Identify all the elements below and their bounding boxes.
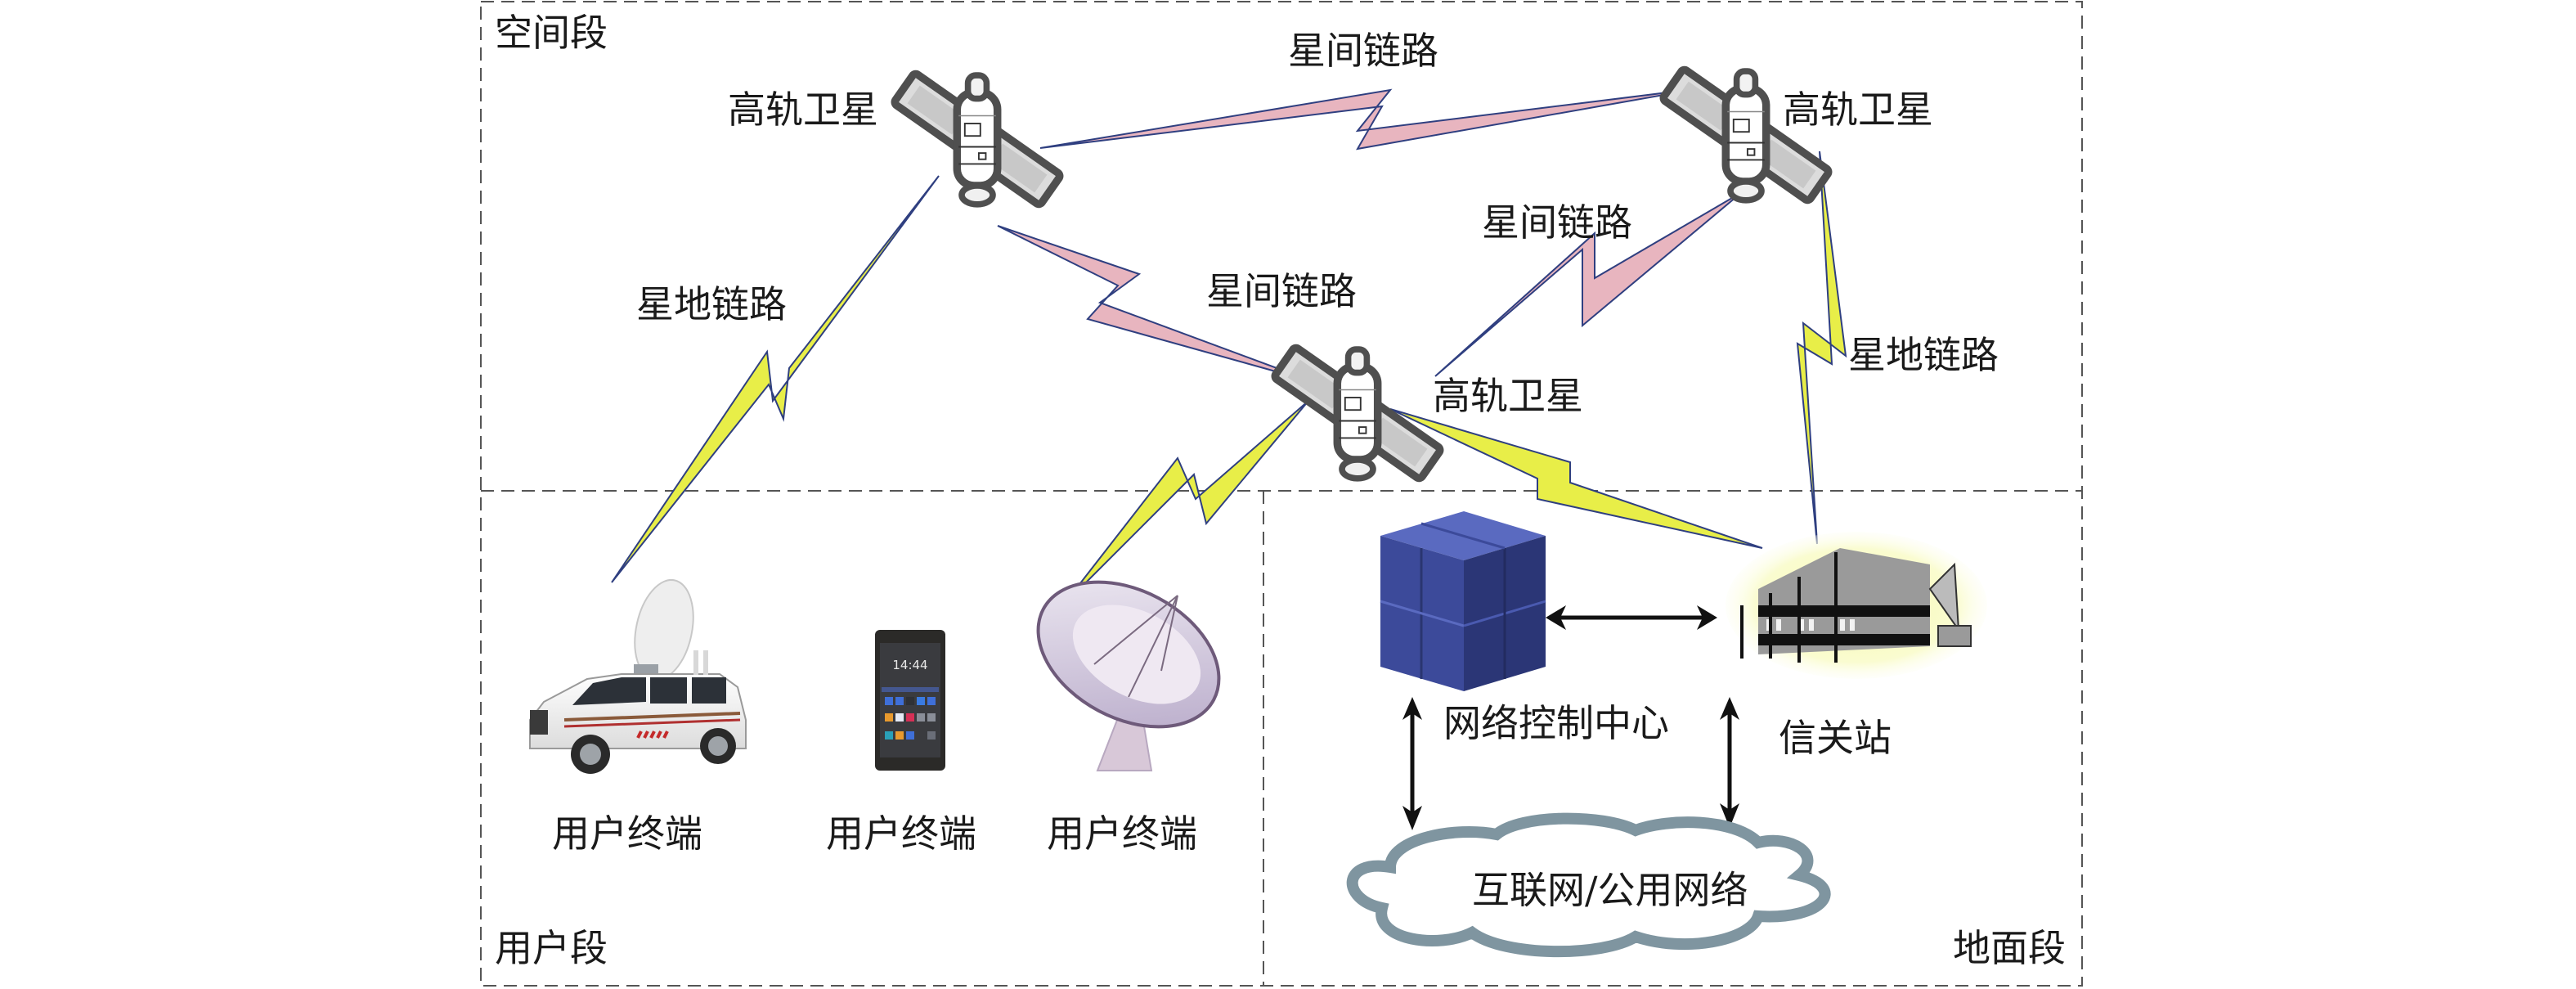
gateway-station-icon — [1726, 532, 1987, 679]
vehicle-terminal — [529, 578, 747, 774]
arrowhead-up-icon — [1402, 697, 1422, 720]
dish-terminal — [1036, 580, 1221, 771]
sgl-left-label: 星地链路 — [636, 282, 787, 326]
ncc-gateway-arrow — [1546, 605, 1717, 630]
phone-clock: 14:44 — [892, 658, 927, 672]
isl-mid-label: 星间链路 — [1206, 269, 1357, 313]
handheld-terminal-label: 用户终端 — [826, 811, 976, 856]
vehicle-icon — [529, 650, 747, 774]
dish-terminal-label: 用户终端 — [1047, 811, 1197, 856]
ncc-server-icon — [1380, 511, 1546, 691]
satellite-icon — [893, 73, 1061, 206]
gateway-label: 信关站 — [1779, 716, 1892, 760]
sgl-link-dish — [1062, 400, 1309, 606]
satellite-1 — [893, 73, 1061, 206]
outer-frame — [480, 1, 2083, 987]
ncc-label: 网络控制中心 — [1443, 701, 1669, 745]
arrowhead-down-icon — [1720, 803, 1739, 828]
sgl-right-label: 星地链路 — [1848, 333, 1999, 377]
user-segment-label: 用户段 — [495, 926, 608, 970]
arrowhead-right-icon — [1697, 605, 1717, 630]
network-cloud-icon — [1346, 812, 1831, 958]
arrowhead-left-icon — [1546, 605, 1566, 630]
sgl-link-vehicle — [611, 175, 940, 583]
sgl-link-gateway-right — [1796, 151, 1847, 545]
network-label: 互联网/公用网络 — [1472, 868, 1748, 912]
arrowhead-up-icon — [1720, 697, 1739, 720]
satellite-1-label: 高轨卫星 — [728, 88, 878, 132]
segment-frames — [480, 1, 2083, 987]
ncc-network-arrow — [1402, 697, 1422, 830]
isl-top-label: 星间链路 — [1288, 29, 1438, 73]
vehicle-terminal-label: 用户终端 — [552, 811, 702, 856]
ground-segment-label: 地面段 — [1953, 926, 2066, 970]
handheld-terminal: 14:44 — [875, 630, 945, 771]
gateway-network-arrow — [1720, 697, 1739, 828]
space-segment-label: 空间段 — [495, 11, 608, 55]
sgl-link-gateway — [1389, 408, 1763, 549]
arrowhead-down-icon — [1402, 806, 1422, 830]
isl-right-label: 星间链路 — [1482, 200, 1632, 245]
satellite-3-label: 高轨卫星 — [1433, 374, 1583, 418]
satellite-2-label: 高轨卫星 — [1783, 88, 1933, 132]
gateway-dish-icon — [1928, 562, 1960, 633]
phone-app-grid — [885, 697, 936, 740]
isl-link-top — [1039, 88, 1702, 151]
